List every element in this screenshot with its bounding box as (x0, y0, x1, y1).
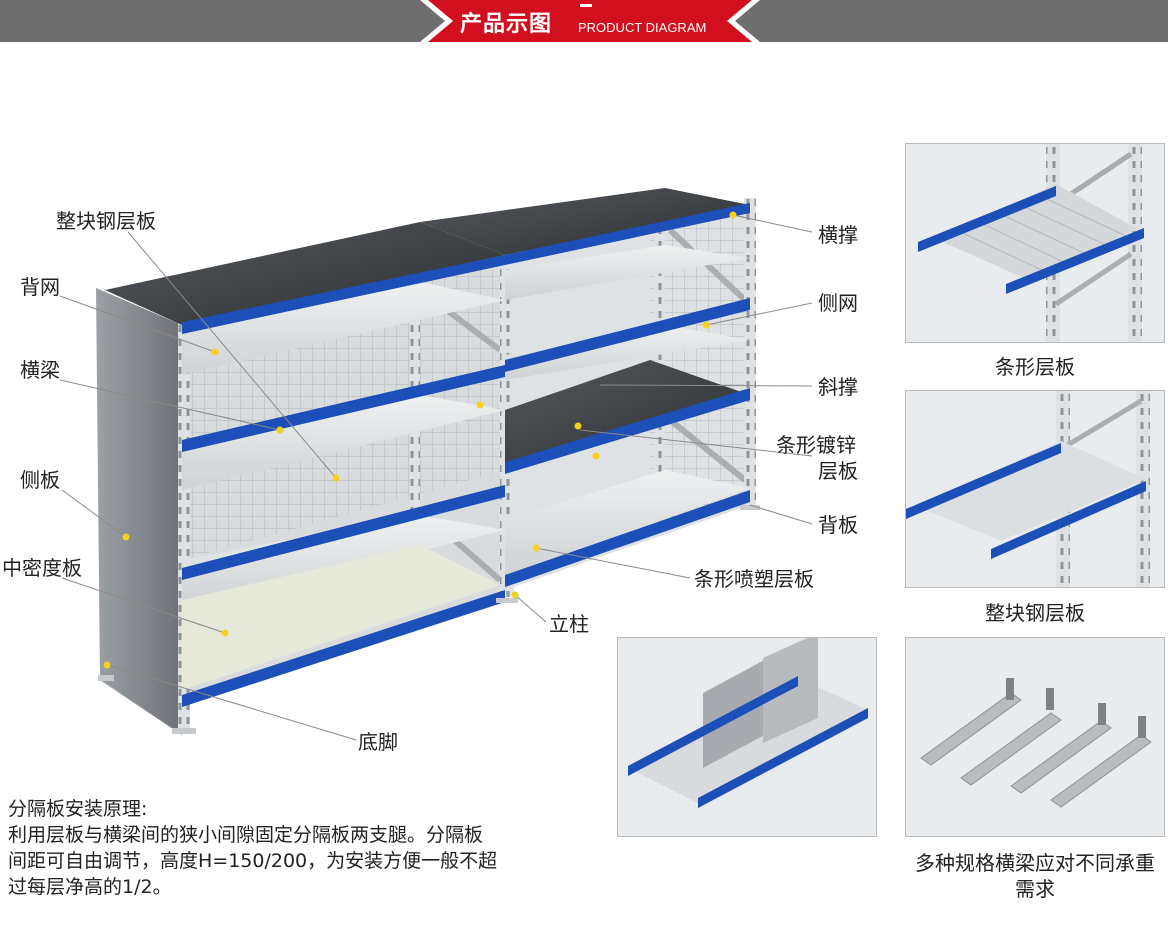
callout-markers (103, 211, 737, 669)
label-foot: 底脚 (358, 730, 398, 754)
label-cross-brace: 横撑 (818, 223, 858, 247)
label-side-mesh: 侧网 (818, 291, 858, 315)
panel-steel-shelf (905, 390, 1165, 588)
side-panel (96, 288, 182, 735)
page-title: 产品示图 (460, 12, 553, 37)
leader-lines (59, 214, 813, 741)
caption-beams-2: 需求 (1015, 877, 1055, 901)
caption-beams-1: 多种规格横梁应对不同承重 (915, 851, 1155, 875)
label-upright: 立柱 (549, 612, 589, 636)
cross-beams (182, 203, 750, 707)
panel-strip-shelf (905, 143, 1165, 343)
label-cross-beam: 横梁 (20, 358, 60, 382)
label-diagonal-brace: 斜撑 (818, 375, 858, 399)
caption-steel-shelf: 整块钢层板 (985, 601, 1085, 625)
note-line-2: 间距可自由调节，高度H=150/200，为安装方便一般不超 (8, 850, 498, 872)
header-ribbon (420, 0, 760, 42)
strip-shelf-image (906, 144, 1164, 342)
right-bay-shelves (505, 245, 750, 575)
caption-strip-shelf: 条形层板 (995, 355, 1075, 379)
installation-note: 分隔板安装原理: 利用层板与横梁间的狭小间隙固定分隔板两支腿。分隔板 间距可自由… (8, 796, 588, 900)
note-line-1: 利用层板与横梁间的狭小间隙固定分隔板两支腿。分隔板 (8, 824, 484, 846)
label-galv-strip-shelf-2: 层板 (818, 459, 858, 483)
panel-beams (905, 637, 1165, 837)
steel-shelf-image (906, 391, 1164, 587)
label-back-panel: 背板 (818, 513, 858, 537)
page-subtitle: PRODUCT DIAGRAM (578, 20, 707, 35)
top-steel-shelf (105, 222, 505, 325)
top-steel-shelf-right (420, 188, 750, 255)
label-mdf-board: 中密度板 (2, 556, 82, 580)
divider-shelf-image (618, 638, 876, 836)
feet (98, 505, 760, 734)
label-back-mesh: 背网 (20, 275, 60, 299)
panel-divider (617, 637, 877, 837)
label-galv-strip-shelf-1: 条形镀锌 (776, 433, 856, 457)
label-whole-steel-shelf: 整块钢层板 (56, 209, 156, 233)
title-dash (580, 4, 592, 7)
beams-image (906, 638, 1164, 836)
note-line-3: 过每层净高的1/2。 (8, 876, 172, 898)
label-powder-strip-shelf: 条形喷塑层板 (694, 567, 814, 591)
label-side-panel: 侧板 (20, 468, 60, 492)
header-banner: 产品示图 PRODUCT DIAGRAM (0, 0, 1168, 42)
left-bay-shelves (182, 282, 505, 690)
note-title: 分隔板安装原理: (8, 798, 148, 820)
